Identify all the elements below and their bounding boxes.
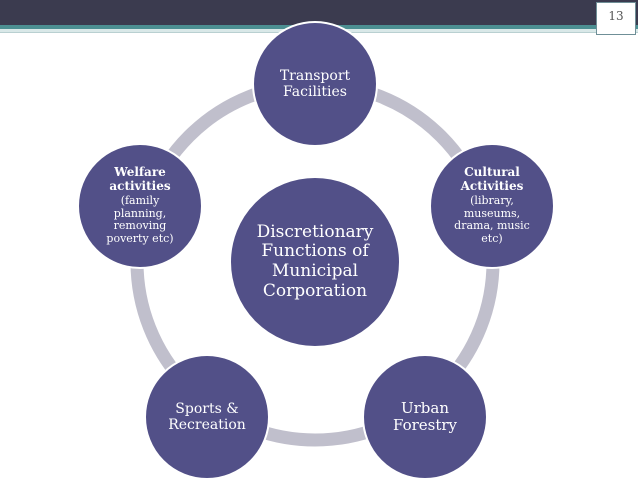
node-circle-sports: [144, 354, 270, 479]
page-number-box: 13: [596, 2, 636, 35]
top-bar: [0, 0, 638, 25]
node-transport: Transport Facilities: [265, 50, 365, 118]
node-circle-welfare: [77, 143, 203, 269]
center-circle: [229, 176, 401, 348]
node-welfare: Welfare activities (family planning, rem…: [90, 158, 190, 254]
node-circle-cultural: [429, 143, 555, 269]
node-sports: Sports & Recreation: [157, 383, 257, 451]
node-transport-title: Transport Facilities: [279, 67, 351, 100]
node-forestry-title: Urban Forestry: [393, 398, 458, 434]
node-welfare-detail: (family planning, removing poverty etc): [106, 194, 174, 245]
node-cultural-title: Cultural Activities: [460, 165, 524, 194]
node-sports-title: Sports & Recreation: [168, 400, 246, 433]
node-cultural-detail: (library, museums, drama, music etc): [454, 194, 530, 245]
node-circle-forestry: [362, 354, 488, 479]
node-circle-transport: [252, 21, 378, 147]
node-forestry: Urban Forestry: [380, 383, 470, 451]
center-label: Discretionary Functions of Municipal Cor…: [256, 221, 374, 301]
node-cultural: Cultural Activities (library, museums, d…: [444, 160, 540, 252]
page-number: 13: [608, 9, 624, 23]
node-welfare-title: Welfare activities: [109, 165, 171, 194]
